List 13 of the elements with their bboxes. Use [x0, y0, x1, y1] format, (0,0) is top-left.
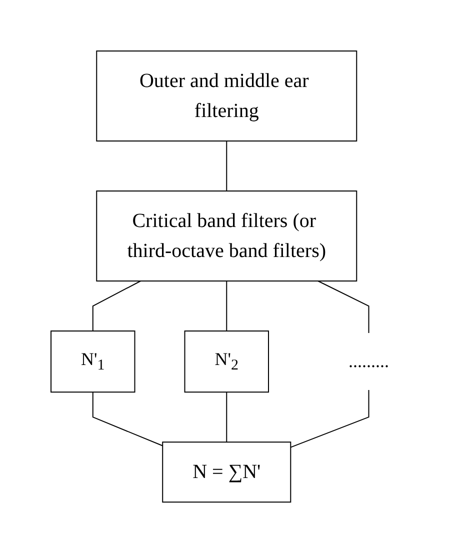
connector: [226, 392, 228, 444]
connector: [290, 390, 370, 448]
connector: [92, 280, 142, 332]
node-box: N'$_{2}$: [184, 330, 269, 394]
node-text: .........: [348, 352, 389, 372]
connector: [226, 280, 228, 332]
node-box: Critical band filters (or third-octave band filters): [96, 190, 358, 282]
node-box: Outer and middle ear filtering: [96, 50, 358, 142]
connector: [92, 392, 164, 447]
node-box: N = ∑N': [162, 442, 292, 504]
connector: [226, 140, 228, 192]
connector: [318, 280, 370, 334]
node-box: N'$_{1}$: [50, 330, 136, 394]
